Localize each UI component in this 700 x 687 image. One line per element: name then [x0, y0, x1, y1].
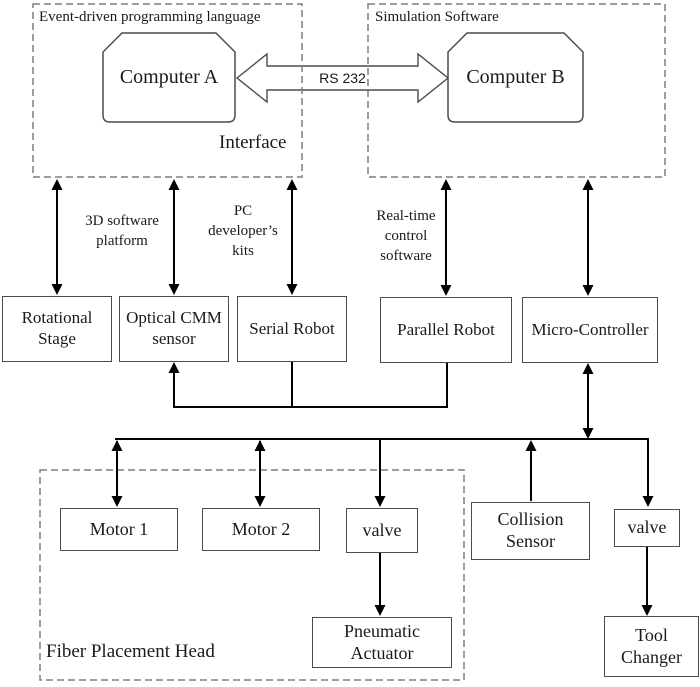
node-parallel-robot: Parallel Robot — [380, 297, 512, 363]
arrow-interface-serial-robot — [286, 179, 298, 295]
arrow-bus-motor-2 — [254, 440, 266, 507]
simulation-group-border — [367, 3, 666, 178]
arrow-bus-motor-1 — [111, 440, 123, 507]
group-label-event-driven: Event-driven programming language — [39, 9, 261, 25]
arrow-interface-rotational-stage — [51, 179, 63, 295]
arrow-valve-pneumatic-actuator — [374, 553, 386, 616]
edge-label-3d-software-platform: 3D software platform — [85, 213, 159, 249]
arrow-bus-valve-left — [374, 439, 386, 507]
node-valve-left: valve — [346, 508, 418, 553]
arrow-interface-optical-cmm — [168, 179, 180, 295]
arrow-micro-controller-bus — [582, 363, 594, 439]
group-label-simulation: Simulation Software — [375, 9, 499, 25]
arrow-simulation-micro-controller — [582, 179, 594, 296]
connector-robots-to-cmm — [168, 362, 448, 408]
node-valve-right: valve — [614, 509, 680, 547]
arrow-simulation-parallel-robot — [440, 179, 452, 296]
bus-line — [115, 438, 654, 507]
computer-a-shape — [102, 32, 236, 123]
node-motor-1: Motor 1 — [60, 508, 178, 551]
node-collision-sensor: Collision Sensor — [471, 502, 590, 560]
node-pneumatic-actuator: Pneumatic Actuator — [312, 617, 452, 668]
edge-label-pc-developers-kits: PC developer’s kits — [208, 203, 278, 259]
event-driven-group-border — [32, 3, 303, 178]
node-micro-controller: Micro-Controller — [522, 297, 658, 363]
node-computer-a: Computer A — [119, 66, 219, 88]
node-optical-cmm-sensor: Optical CMM sensor — [119, 296, 229, 362]
interface-label: Interface — [219, 132, 287, 153]
arrow-collision-sensor-bus — [525, 440, 537, 501]
fiber-head-group-border — [39, 469, 465, 681]
node-computer-b: Computer B — [466, 66, 565, 88]
rs232-label: RS 232 — [319, 70, 366, 86]
group-label-fiber-placement-head: Fiber Placement Head — [46, 641, 215, 662]
computer-b-shape — [447, 32, 584, 123]
node-serial-robot: Serial Robot — [237, 296, 347, 362]
node-rotational-stage: Rotational Stage — [2, 296, 112, 362]
edge-label-realtime-control-software: Real-time control software — [376, 208, 436, 264]
node-motor-2: Motor 2 — [202, 508, 320, 551]
arrow-valve-tool-changer — [641, 547, 653, 616]
node-tool-changer: Tool Changer — [604, 616, 699, 677]
